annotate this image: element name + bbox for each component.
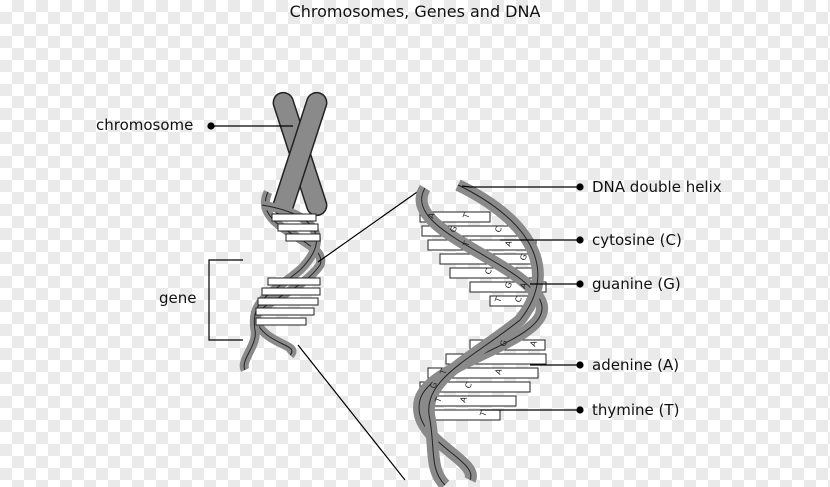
chromosome-label: chromosome	[96, 116, 194, 134]
base-letter: C	[493, 225, 504, 234]
base-letter: T	[438, 368, 449, 377]
gene-bracket	[208, 259, 243, 341]
guanine-label: guanine (G)	[592, 275, 681, 293]
diagram-title: Chromosomes, Genes and DNA	[289, 2, 541, 21]
adenine-label: adenine (A)	[592, 356, 680, 374]
base-letter: G	[518, 253, 529, 262]
base-letter: T	[461, 240, 472, 249]
cytosine-label: cytosine (C)	[592, 231, 682, 249]
base-letter: A	[493, 367, 504, 376]
dna-strands	[413, 179, 548, 487]
base-letter: G	[448, 225, 459, 234]
base-letter: T	[478, 410, 489, 419]
base-letter: A	[503, 239, 514, 248]
small-helix	[239, 190, 326, 373]
base-letter: G	[428, 381, 439, 390]
chromosome-shape	[272, 91, 328, 217]
leader-lines	[207, 122, 584, 414]
zoom-lines	[297, 189, 421, 481]
base-letter: T	[461, 212, 472, 221]
base-letter: C	[483, 267, 494, 276]
base-letter: A	[426, 211, 437, 220]
gene-label: gene	[159, 289, 197, 307]
base-letter: C	[513, 295, 524, 304]
base-letter: T	[433, 396, 444, 405]
base-letter: A	[458, 395, 469, 404]
base-letter: T	[493, 296, 504, 305]
base-letter: A	[528, 339, 539, 348]
base-letter: C	[463, 381, 474, 390]
dna-helix-label: DNA double helix	[592, 178, 722, 196]
base-letter: A	[518, 281, 529, 290]
base-letter: G	[498, 339, 509, 348]
thymine-label: thymine (T)	[592, 401, 680, 419]
base-letter: G	[503, 281, 514, 290]
